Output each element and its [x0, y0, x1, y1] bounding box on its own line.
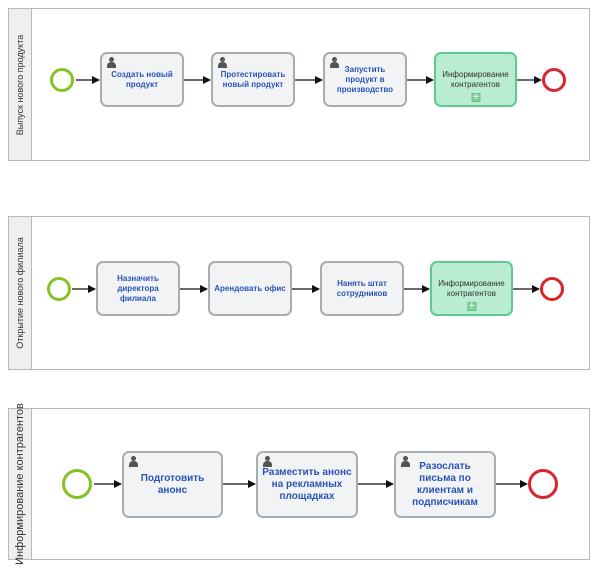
- task-label: Подготовить анонс: [140, 472, 205, 496]
- user-icon: [262, 456, 273, 468]
- pool-header[interactable]: Информирование контрагентов: [9, 403, 32, 565]
- user-icon: [329, 57, 340, 69]
- task-label: Создать новый продукт: [111, 69, 173, 89]
- task-label: Арендовать офис: [214, 283, 286, 293]
- task-hire-staff[interactable]: Нанять штат сотрудников: [320, 261, 404, 316]
- start-event[interactable]: [50, 68, 74, 92]
- task-test-product[interactable]: Протестировать новый продукт: [211, 52, 295, 107]
- expand-plus-icon[interactable]: +: [471, 92, 480, 102]
- subprocess-inform-contractors[interactable]: Информирование контрагентов +: [434, 52, 517, 107]
- task-appoint-director[interactable]: Назначить директора филиала: [96, 261, 180, 316]
- task-label: Протестировать новый продукт: [220, 69, 286, 89]
- task-launch-production[interactable]: Запустить продукт в производство: [323, 52, 407, 107]
- task-label: Информирование контрагентов: [438, 278, 505, 298]
- user-icon: [217, 57, 228, 69]
- end-event[interactable]: [540, 277, 564, 301]
- task-label: Разместить анонс на рекламных площадках: [262, 466, 352, 502]
- task-send-letters[interactable]: Разослать письма по клиентам и подписчик…: [394, 451, 496, 518]
- task-label: Разослать письма по клиентам и подписчик…: [412, 460, 478, 508]
- start-event[interactable]: [47, 277, 71, 301]
- task-label: Запустить продукт в производство: [336, 64, 394, 94]
- task-place-announcement[interactable]: Разместить анонс на рекламных площадках: [256, 451, 358, 518]
- pool-header[interactable]: Выпуск нового продукта: [9, 9, 32, 160]
- task-label: Нанять штат сотрудников: [336, 278, 388, 298]
- user-icon: [400, 456, 411, 468]
- task-label: Назначить директора филиала: [117, 273, 159, 303]
- start-event[interactable]: [62, 469, 92, 499]
- end-event[interactable]: [528, 469, 558, 499]
- task-label: Информирование контрагентов: [442, 69, 509, 89]
- subprocess-inform-contractors[interactable]: Информирование контрагентов +: [430, 261, 513, 316]
- task-rent-office[interactable]: Арендовать офис: [208, 261, 292, 316]
- user-icon: [128, 456, 139, 468]
- expand-plus-icon[interactable]: +: [467, 301, 476, 311]
- end-event[interactable]: [542, 68, 566, 92]
- task-prepare-announcement[interactable]: Подготовить анонс: [122, 451, 223, 518]
- task-create-product[interactable]: Создать новый продукт: [100, 52, 184, 107]
- user-icon: [106, 57, 117, 69]
- pool-header[interactable]: Открытие нового филиала: [9, 217, 32, 369]
